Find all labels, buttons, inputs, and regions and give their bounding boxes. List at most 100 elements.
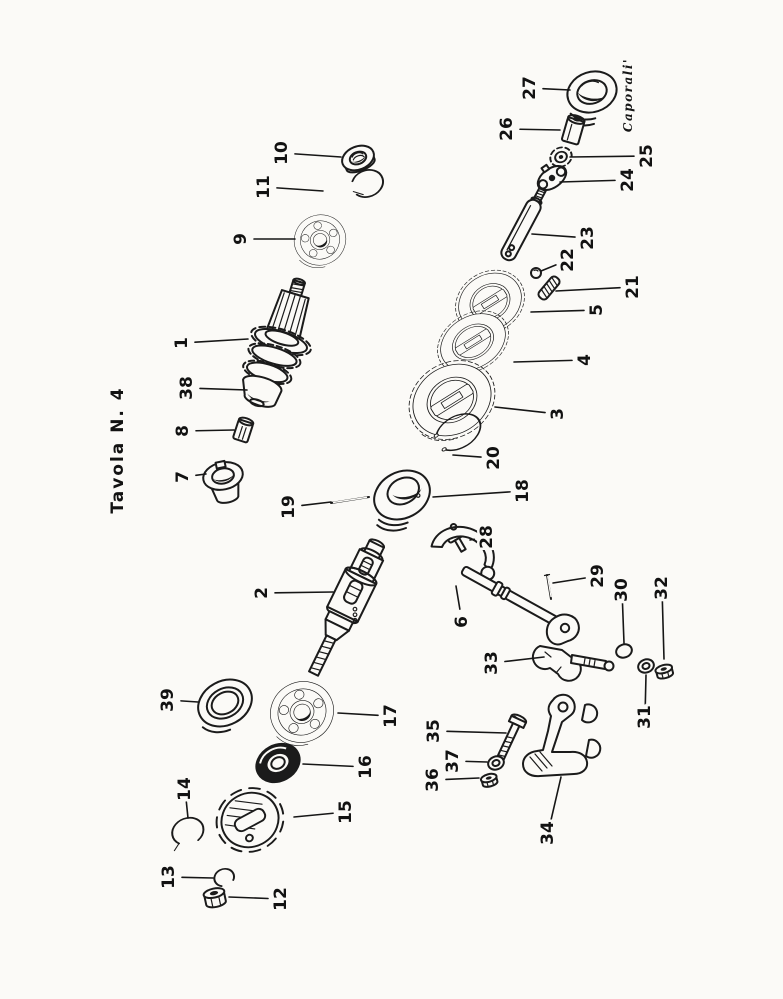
part-31-washer [637, 658, 655, 674]
callout-label-1: 1 [172, 337, 192, 349]
part-7-flanged-bush [202, 459, 244, 504]
part-16-seal-ring [255, 742, 301, 784]
callout-label-27: 27 [520, 76, 540, 100]
callout-label-8: 8 [173, 425, 193, 437]
callout-label-36: 36 [423, 768, 443, 792]
callout-label-26: 26 [497, 117, 517, 141]
callout-label-11: 11 [254, 175, 274, 199]
callout-label-7: 7 [173, 471, 193, 483]
callout-leader-30 [621, 602, 625, 644]
callout-leader-1 [194, 338, 249, 344]
callout-leader-29 [552, 577, 586, 584]
callout-layer: 1234567891011121314151617181920212223242… [156, 74, 675, 914]
callout-leader-7 [195, 473, 207, 477]
callout-label-15: 15 [336, 800, 356, 824]
callout-label-38: 38 [177, 376, 197, 400]
callout-label-28: 28 [477, 525, 497, 549]
callout-leader-10 [294, 153, 342, 158]
callout-leader-3 [494, 406, 546, 414]
callout-label-24: 24 [618, 168, 638, 192]
callout-label-22: 22 [558, 248, 578, 272]
callout-leader-14 [185, 801, 189, 819]
part-2-selector-drum [308, 538, 386, 677]
callout-leader-11 [276, 187, 324, 192]
callout-label-20: 20 [484, 446, 504, 470]
part-33-shift-pawl [531, 613, 615, 682]
callout-leader-5 [530, 309, 585, 313]
callout-label-18: 18 [513, 479, 533, 503]
callout-label-31: 31 [635, 705, 655, 729]
part-34-stopper-lever [522, 693, 602, 778]
callout-label-39: 39 [158, 688, 178, 712]
callout-leader-16 [302, 763, 354, 768]
part-6-shift-fork [430, 523, 569, 631]
callout-label-10: 10 [272, 141, 292, 165]
callout-leader-17 [337, 712, 379, 717]
artist-signature: Caporali' [621, 58, 635, 132]
callout-leader-22 [540, 264, 557, 272]
callout-label-3: 3 [548, 408, 568, 420]
callout-leader-27 [542, 87, 571, 91]
callout-leader-36 [445, 777, 480, 781]
callout-label-12: 12 [271, 887, 291, 911]
part-37-washer [487, 755, 505, 771]
callout-leader-21 [555, 286, 621, 292]
part-36-nut [479, 772, 499, 788]
part-17-ball-bearing [257, 670, 346, 756]
part-39-oil-seal [197, 678, 253, 734]
part-20-circlip [433, 413, 482, 452]
callout-leader-25 [569, 155, 635, 158]
callout-label-5: 5 [587, 304, 607, 316]
part-23-flat-arm [500, 186, 547, 262]
callout-leader-31 [644, 674, 647, 705]
part-21-detent-spring [537, 275, 561, 301]
part-11-spring-washer [351, 169, 384, 198]
callout-leader-13 [181, 876, 214, 879]
part-25-star-washer [549, 146, 573, 168]
callout-label-25: 25 [637, 144, 657, 168]
part-30-o-ring [615, 643, 633, 659]
callout-leader-38 [199, 387, 248, 391]
callout-leader-28 [469, 538, 475, 541]
plate-title: Tavola N. 4 [108, 386, 128, 513]
part-1-countershaft [242, 277, 312, 408]
callout-leader-37 [465, 760, 488, 763]
callout-label-17: 17 [381, 704, 401, 728]
part-15-sprocket [215, 787, 285, 853]
part-35-bolt [496, 713, 528, 761]
callout-label-35: 35 [424, 719, 444, 743]
callout-label-4: 4 [575, 354, 595, 366]
part-32-nut [654, 663, 675, 680]
part-26-spacer-bush [560, 114, 586, 146]
part-22-detent-ball [530, 267, 542, 279]
part-8-roller [232, 416, 255, 444]
callout-label-30: 30 [612, 578, 632, 602]
callout-label-9: 9 [231, 233, 251, 245]
callout-leader-19 [301, 501, 332, 507]
callout-label-29: 29 [588, 564, 608, 588]
part-19-needle-pin [330, 496, 370, 504]
callout-label-23: 23 [578, 226, 598, 250]
part-29-pin [543, 573, 552, 600]
part-14-lock-washer [171, 816, 205, 852]
part-10-shaft-nut [341, 144, 376, 174]
callout-leader-12 [228, 896, 269, 900]
callout-label-33: 33 [482, 651, 502, 675]
callout-label-13: 13 [159, 865, 179, 889]
callout-label-37: 37 [443, 749, 463, 773]
callout-leader-18 [432, 491, 511, 498]
callout-label-2: 2 [252, 587, 272, 599]
callout-label-34: 34 [538, 821, 558, 845]
part-13-clip [213, 867, 235, 887]
callout-leader-6 [455, 585, 461, 610]
part-9-ball-bearing [283, 205, 356, 277]
part-18-spacer-drum [373, 469, 431, 532]
callout-label-14: 14 [175, 777, 195, 801]
callout-label-21: 21 [623, 275, 643, 299]
callout-leader-4 [513, 359, 573, 363]
callout-leader-8 [195, 429, 235, 432]
callout-leader-35 [446, 730, 507, 734]
callout-leader-20 [452, 454, 482, 458]
